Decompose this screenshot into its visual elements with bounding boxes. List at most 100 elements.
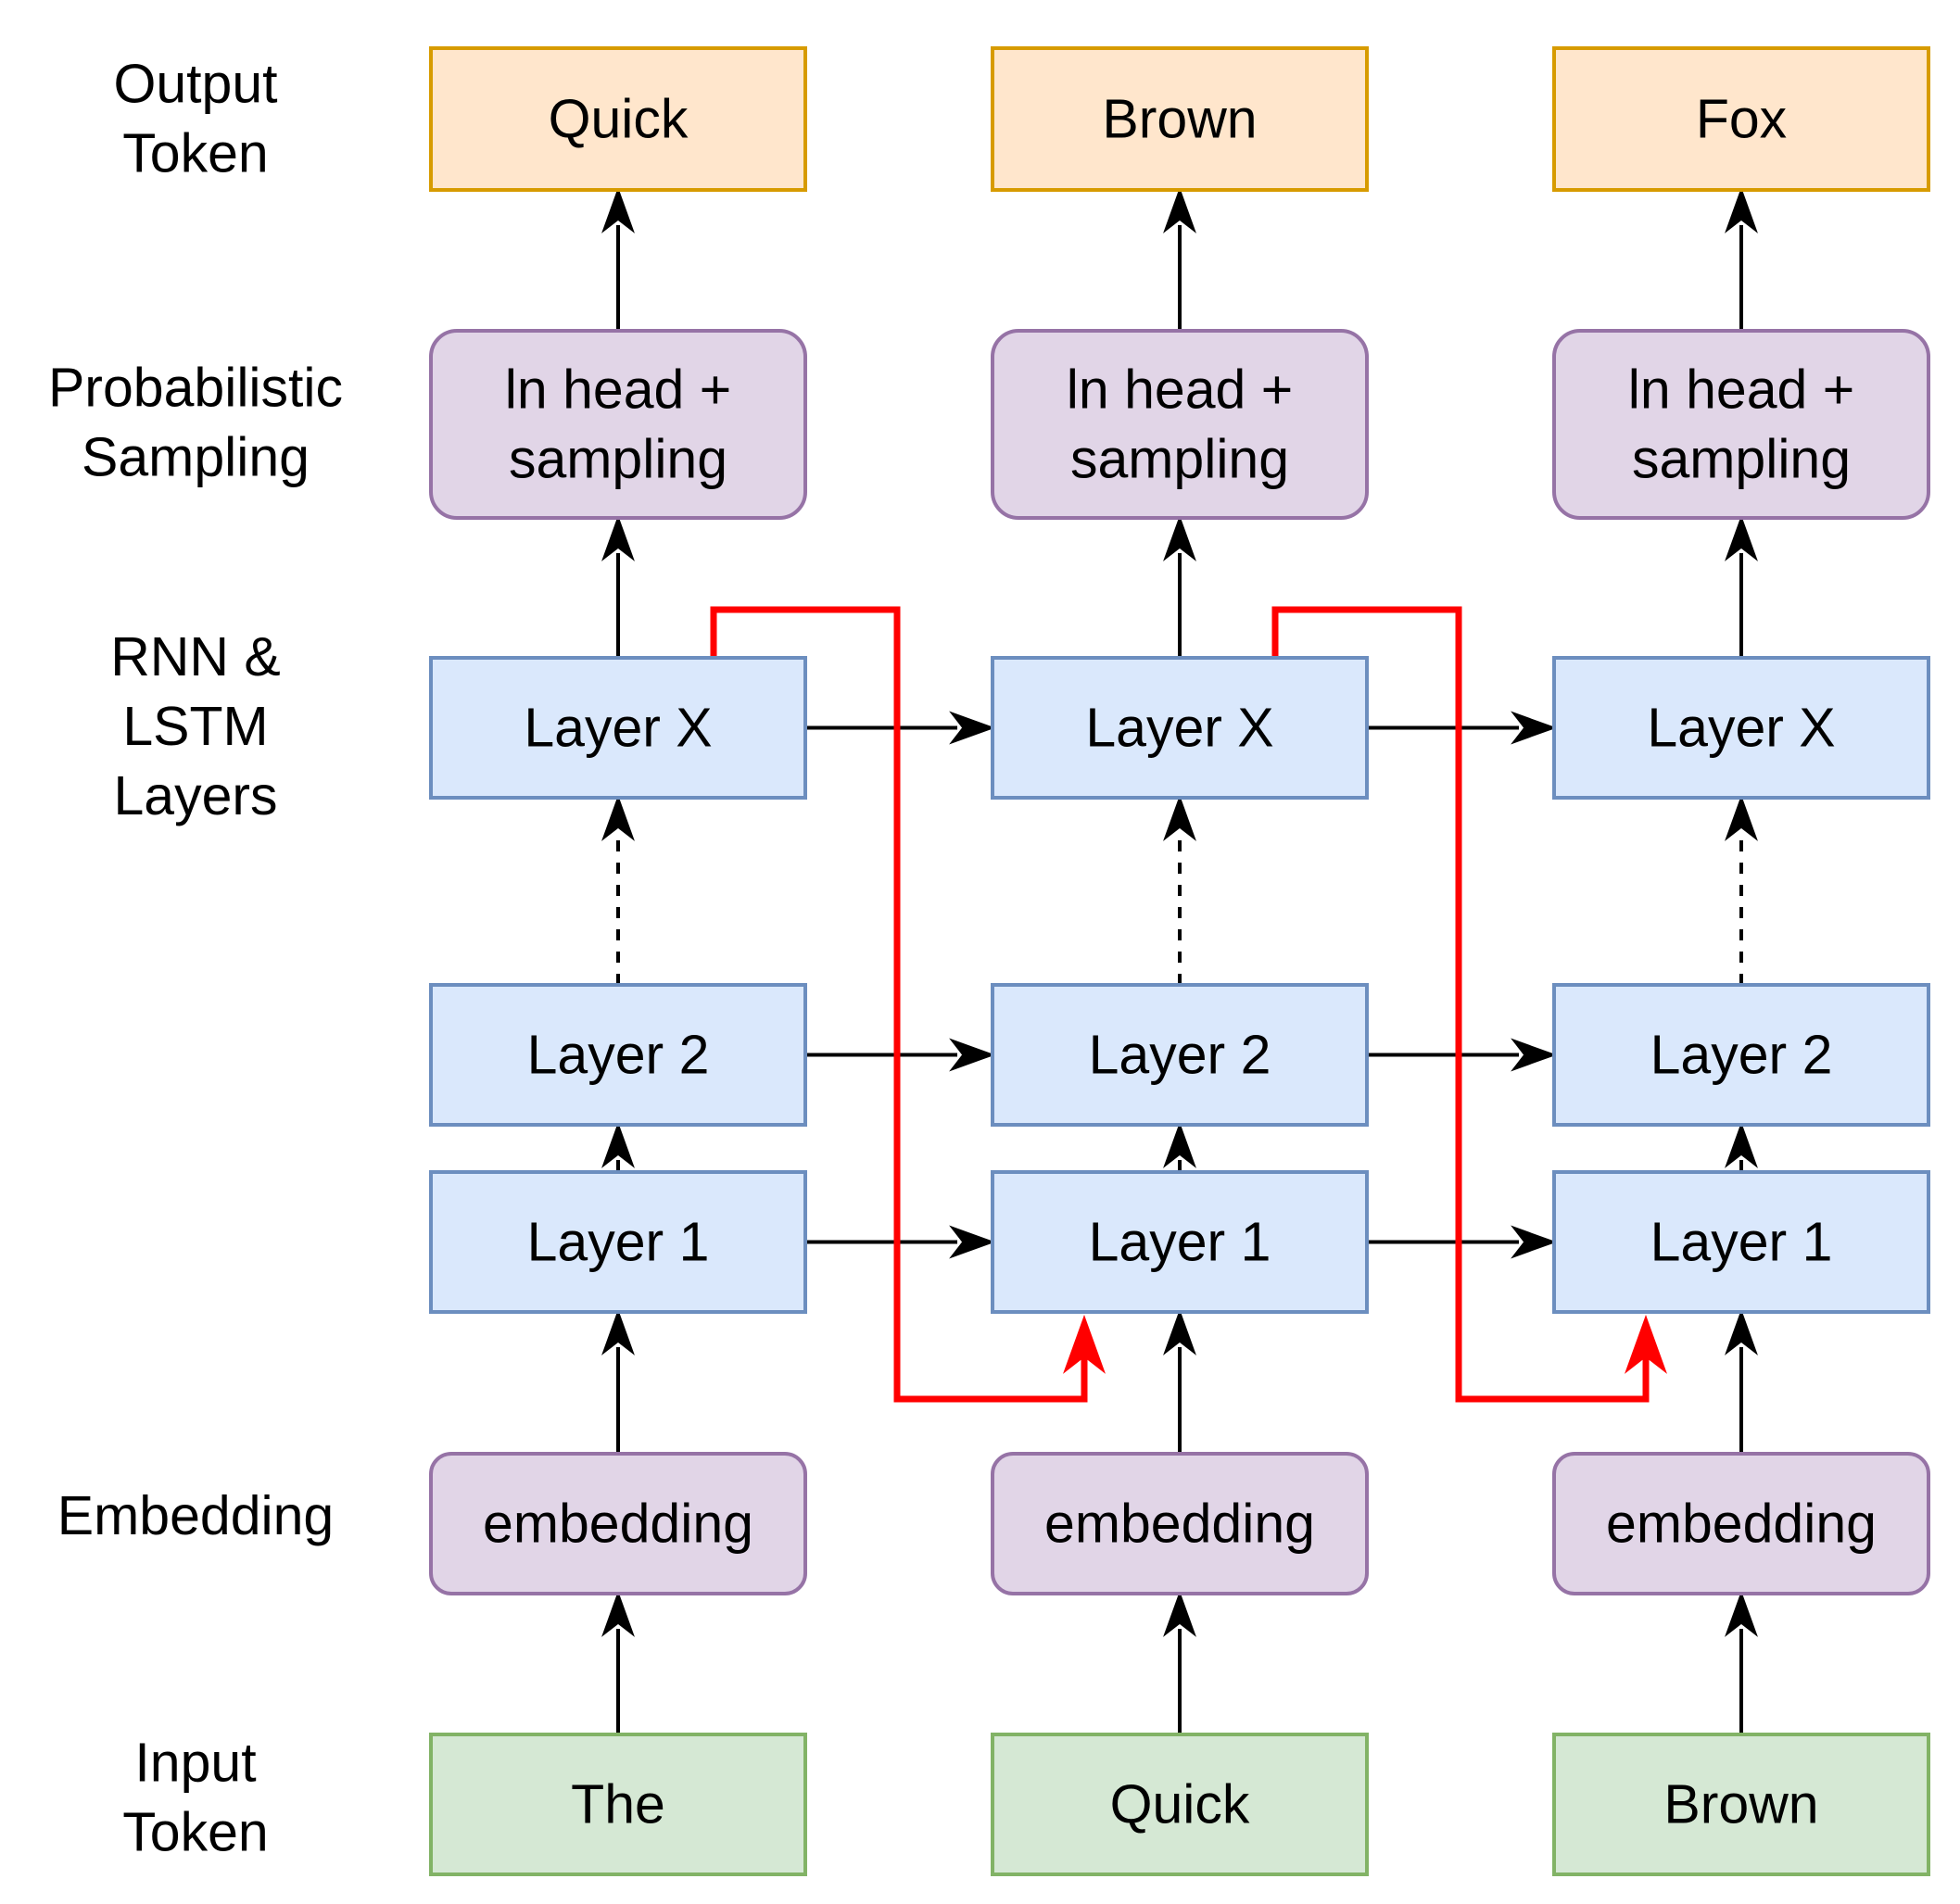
head-sampling-box-2-shape — [991, 329, 1369, 520]
layer1-recurrent-arrow-2-to-3-head — [1511, 1225, 1557, 1259]
feedback-arrow-head-1-to-2 — [1063, 1315, 1106, 1374]
layer2-recurrent-arrow-2-to-3-head — [1511, 1038, 1557, 1072]
layer1-to-layer2-arrow-1-head — [601, 1122, 635, 1168]
layer-2-box-3-text: Layer 2 — [1650, 1025, 1833, 1086]
layer1-recurrent-arrow-1-to-2-head — [949, 1225, 995, 1259]
embedding-box-3-text: embedding — [1606, 1494, 1877, 1555]
output-token-box-1-shape — [429, 46, 807, 192]
embedding-to-layer1-arrow-2-head — [1163, 1309, 1196, 1355]
row-label-output-line-2: Token — [122, 123, 268, 184]
row-label-input-line-1: Input — [134, 1733, 256, 1794]
row-label-rnn-line-1: RNN & — [110, 626, 281, 687]
head-sampling-box-1-text-2: sampling — [509, 429, 727, 490]
layer-1-box-1-text: Layer 1 — [527, 1212, 710, 1273]
layer-1-box-2-shape — [991, 1170, 1369, 1314]
head-sampling-box-2-text-1: ln head + — [1067, 359, 1293, 421]
layer-2-box-3: Layer 2 — [1552, 983, 1930, 1127]
output-token-box-3-text: Fox — [1696, 89, 1787, 150]
output-token-box-2-text: Brown — [1102, 89, 1257, 150]
layerx-to-head-arrow-1-head — [601, 515, 635, 561]
input-token-box-3-shape — [1552, 1733, 1930, 1876]
row-label-output-line-1: Output — [113, 54, 277, 115]
layer1-to-layer2-arrow-2-head — [1163, 1122, 1196, 1168]
layerx-recurrent-arrow-1-to-2-head — [949, 711, 995, 745]
input-token-box-2-text: Quick — [1110, 1774, 1250, 1835]
input-token-box-1-text: The — [571, 1774, 665, 1835]
layer-1-box-1-shape — [429, 1170, 807, 1314]
layer-2-box-1: Layer 2 — [429, 983, 807, 1127]
embedding-box-3: embedding — [1552, 1452, 1930, 1595]
layer-x-box-1-text: Layer X — [524, 698, 712, 759]
layer-1-box-2-text: Layer 1 — [1089, 1212, 1271, 1273]
input-token-box-2: Quick — [991, 1733, 1369, 1876]
layer-1-box-3: Layer 1 — [1552, 1170, 1930, 1314]
embedding-box-3-shape — [1552, 1452, 1930, 1595]
head-sampling-box-1-shape — [429, 329, 807, 520]
layer-x-box-3-shape — [1552, 656, 1930, 800]
row-label-sampling-line-2: Sampling — [82, 427, 310, 488]
head-to-output-arrow-2-head — [1163, 187, 1196, 233]
embedding-to-layer1-arrow-1-head — [601, 1309, 635, 1355]
input-token-box-2-shape — [991, 1733, 1369, 1876]
input-to-embedding-arrow-1-head — [601, 1591, 635, 1637]
input-to-embedding-arrow-3-head — [1725, 1591, 1758, 1637]
row-label-rnn-line-3: Layers — [113, 765, 277, 826]
layer-x-box-3-text: Layer X — [1647, 698, 1835, 759]
layer-1-box-2: Layer 1 — [991, 1170, 1369, 1314]
layer-2-box-2-shape — [991, 983, 1369, 1127]
feedback-path-2-to-3 — [1271, 606, 1650, 1403]
feedback-path-1-to-2 — [710, 606, 1088, 1403]
output-token-box-1: Quick — [429, 46, 807, 192]
output-token-box-2-shape — [991, 46, 1369, 192]
embedding-box-1-shape — [429, 1452, 807, 1595]
layer-1-box-1: Layer 1 — [429, 1170, 807, 1314]
layer1-to-layer2-arrow-3-head — [1725, 1122, 1758, 1168]
embedding-box-2-text: embedding — [1044, 1494, 1315, 1555]
layer2-recurrent-arrow-1-to-2-head — [949, 1038, 995, 1072]
layer-x-box-1-shape — [429, 656, 807, 800]
layer2-to-layerx-dashed-arrow-3-head — [1725, 795, 1758, 841]
layer-x-box-2: Layer X — [991, 656, 1369, 800]
head-to-output-arrow-3-head — [1725, 187, 1758, 233]
head-sampling-box-3-text-2: sampling — [1632, 429, 1851, 490]
input-token-box-1: The — [429, 1733, 807, 1876]
embedding-box-2: embedding — [991, 1452, 1369, 1595]
feedback-arrow-head-2-to-3 — [1625, 1315, 1667, 1374]
head-sampling-box-2: ln head + sampling — [991, 329, 1369, 520]
layer-1-box-3-text: Layer 1 — [1650, 1212, 1833, 1273]
layer-x-box-1: Layer X — [429, 656, 807, 800]
embedding-to-layer1-arrow-3-head — [1725, 1309, 1758, 1355]
head-sampling-box-1-text-1: ln head + — [505, 359, 731, 421]
row-label-input-line-2: Token — [122, 1802, 268, 1863]
layer-2-box-2: Layer 2 — [991, 983, 1369, 1127]
connector-layer — [601, 187, 1758, 1734]
input-token-box-1-shape — [429, 1733, 807, 1876]
head-sampling-box-3: ln head + sampling — [1552, 329, 1930, 520]
output-token-box-1-text: Quick — [549, 89, 689, 150]
embedding-box-1-text: embedding — [483, 1494, 753, 1555]
input-token-box-3-text: Brown — [1663, 1774, 1818, 1835]
layer-2-box-1-shape — [429, 983, 807, 1127]
layer-1-box-3-shape — [1552, 1170, 1930, 1314]
head-sampling-box-1: ln head + sampling — [429, 329, 807, 520]
input-token-box-3: Brown — [1552, 1733, 1930, 1876]
row-label-rnn-line-2: LSTM — [122, 696, 268, 757]
layer-2-box-2-text: Layer 2 — [1089, 1025, 1271, 1086]
layer-2-box-3-shape — [1552, 983, 1930, 1127]
head-sampling-box-2-text-2: sampling — [1070, 429, 1289, 490]
embedding-box-2-shape — [991, 1452, 1369, 1595]
row-label-embedding: Embedding — [57, 1485, 335, 1546]
head-sampling-box-3-text-1: ln head + — [1628, 359, 1854, 421]
layerx-to-head-arrow-2-head — [1163, 515, 1196, 561]
layer2-to-layerx-dashed-arrow-2-head — [1163, 795, 1196, 841]
output-token-box-2: Brown — [991, 46, 1369, 192]
head-sampling-box-3-shape — [1552, 329, 1930, 520]
input-to-embedding-arrow-2-head — [1163, 1591, 1196, 1637]
head-to-output-arrow-1-head — [601, 187, 635, 233]
layer-x-box-2-text: Layer X — [1085, 698, 1273, 759]
layer-2-box-1-text: Layer 2 — [527, 1025, 710, 1086]
layerx-to-head-arrow-3-head — [1725, 515, 1758, 561]
